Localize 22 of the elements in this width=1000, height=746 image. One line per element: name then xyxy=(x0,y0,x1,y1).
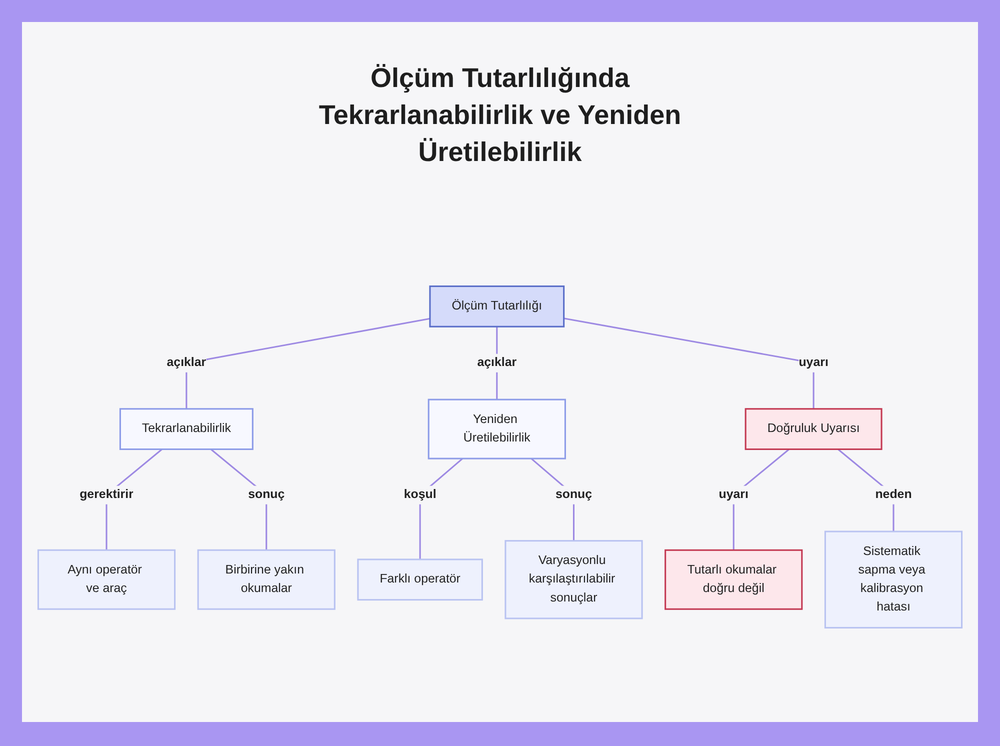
node-box: Aynı operatör ve araç xyxy=(37,549,176,610)
node-box: Doğruluk Uyarısı xyxy=(744,408,882,450)
node-box: Tutarlı okumalar doğru değil xyxy=(664,549,803,610)
node-box: Birbirine yakın okumalar xyxy=(197,549,336,610)
node-box: Varyasyonlu karşılaştırılabilir sonuçlar xyxy=(504,540,643,620)
edge-label: uyarı xyxy=(798,356,828,370)
connector xyxy=(186,318,430,409)
node-box: Sistematik sapma veya kalibrasyon hatası xyxy=(824,530,963,629)
title: Ölçüm Tutarlılığında Tekrarlanabilirlik ve Yeniden Üretilebilirlik xyxy=(318,62,682,169)
edge-label: koşul xyxy=(404,488,436,502)
node-box: Tekrarlanabilirlik xyxy=(119,408,254,450)
node-box: Ölçüm Tutarlılığı xyxy=(429,285,565,328)
edge-label: uyarı xyxy=(718,488,748,502)
node-box: Farklı operatör xyxy=(357,558,483,601)
edge-label: açıklar xyxy=(166,356,206,370)
edge-label: sonuç xyxy=(248,488,285,502)
connector xyxy=(564,318,814,409)
edge-label: neden xyxy=(875,488,912,502)
edge-label: açıklar xyxy=(477,356,517,370)
edge-label: gerektirir xyxy=(80,488,134,502)
node-box: Yeniden Üretilebilirlik xyxy=(428,398,566,460)
edge-label: sonuç xyxy=(555,488,592,502)
